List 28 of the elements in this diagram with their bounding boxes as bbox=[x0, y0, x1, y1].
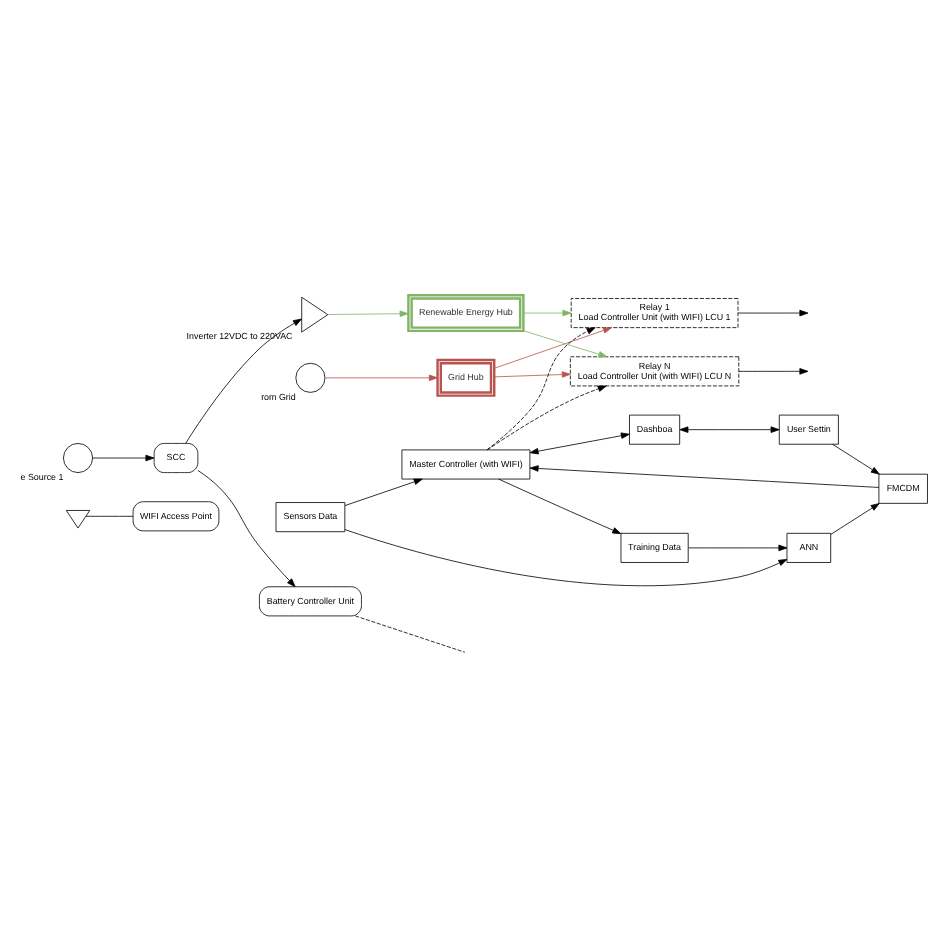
arrow bbox=[324, 374, 438, 382]
arrow bbox=[344, 529, 788, 586]
arrow bbox=[493, 371, 571, 378]
connector bbox=[85, 515, 134, 517]
arrow bbox=[523, 330, 608, 358]
arrow bbox=[487, 385, 607, 451]
node-antenna bbox=[65, 510, 91, 529]
arrow bbox=[832, 443, 880, 475]
arrow bbox=[830, 503, 880, 535]
arrow bbox=[493, 327, 612, 369]
arrow bbox=[688, 544, 788, 552]
arrow bbox=[737, 309, 809, 317]
connector bbox=[354, 615, 466, 653]
arrow bbox=[523, 309, 572, 317]
arrow bbox=[679, 426, 780, 433]
arrow bbox=[486, 327, 596, 451]
arrow bbox=[185, 318, 302, 444]
arrow bbox=[92, 454, 155, 462]
arrow bbox=[197, 470, 296, 588]
arrow bbox=[344, 478, 423, 506]
arrow bbox=[498, 478, 622, 535]
arrow bbox=[327, 310, 409, 317]
arrow bbox=[529, 465, 880, 488]
node-circle bbox=[63, 443, 93, 473]
arrow bbox=[529, 432, 630, 455]
node-triangle bbox=[301, 296, 329, 333]
arrow bbox=[738, 368, 809, 375]
node-circle bbox=[295, 362, 326, 393]
